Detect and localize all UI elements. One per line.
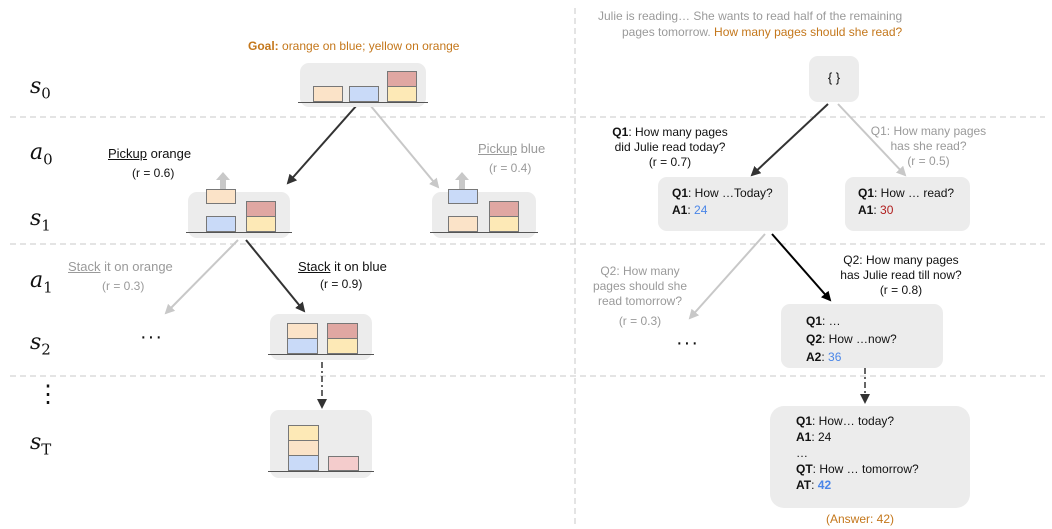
- arrow-pickup-blue: [369, 104, 440, 189]
- node1-right-text: Q1: How … read? A1: 30: [858, 186, 955, 217]
- goal-text: Goal: orange on blue; yellow on orange: [248, 39, 460, 53]
- final-node-text: Q1: How… today? A1: 24 … QT: How … tomor…: [796, 414, 919, 492]
- up-arrow-icon: [216, 172, 230, 189]
- block-yellow: [327, 338, 358, 354]
- block-orange: [288, 440, 319, 456]
- node1-left: [658, 177, 788, 231]
- block-yellow: [246, 216, 276, 232]
- q1-right-label: Q1: How many pages has she read? (r = 0.…: [870, 124, 987, 168]
- label-vdots: ⋮: [36, 380, 60, 408]
- table-line: [430, 232, 538, 233]
- action-stack-orange: Stack it on orange: [68, 259, 173, 274]
- block-blue: [288, 455, 319, 471]
- table-line: [186, 232, 292, 233]
- reward-pickup-blue: (r = 0.4): [489, 161, 532, 175]
- table-line: [298, 102, 428, 103]
- root-node: [809, 56, 859, 102]
- label-s0: s0: [30, 74, 51, 103]
- node1-left-text: Q1: How …Today? A1: 24: [672, 186, 773, 217]
- action-stack-blue: Stack it on blue: [298, 259, 387, 274]
- arrow-q1-right: [837, 103, 907, 177]
- arrow-stack-orange: [164, 239, 239, 315]
- label-a1: a1: [30, 268, 53, 297]
- block-red: [327, 323, 358, 339]
- reward-stack-orange: (r = 0.3): [102, 279, 145, 293]
- up-arrow-icon: [455, 172, 469, 189]
- block-blue: [349, 86, 379, 102]
- reward-stack-blue: (r = 0.9): [320, 277, 363, 291]
- ellipsis-left: ···: [140, 326, 163, 348]
- arrow-q2-left: [688, 233, 766, 320]
- problem-line-1: Julie is reading… She wants to read half…: [598, 9, 903, 23]
- label-a0: a0: [30, 140, 53, 169]
- node2: [781, 304, 943, 368]
- reward-pickup-orange: (r = 0.6): [132, 166, 175, 180]
- q2-left-label: Q2: How many pages should she read tomor…: [592, 264, 688, 328]
- block-blue: [206, 216, 236, 232]
- block-blue-held: [448, 189, 478, 204]
- block-pink: [328, 456, 359, 471]
- table-line: [268, 354, 374, 355]
- block-red: [489, 201, 519, 217]
- ellipsis-right: ···: [676, 332, 699, 354]
- block-red: [387, 71, 417, 87]
- final-node: [770, 406, 970, 508]
- q2-right-label: Q2: How many pages has Julie read till n…: [840, 253, 962, 297]
- root-node-text: { }: [827, 70, 841, 85]
- table-line: [268, 471, 374, 472]
- block-yellow: [489, 216, 519, 232]
- label-sT: sT: [30, 430, 52, 459]
- block-yellow: [288, 425, 319, 441]
- block-orange: [313, 86, 343, 102]
- problem-line-2: pages tomorrow. How many pages should sh…: [622, 25, 903, 39]
- q1-left-label: Q1: How many pages did Julie read today?…: [612, 125, 728, 169]
- node1-right: [845, 177, 970, 231]
- action-pickup-orange: Pickup orange: [108, 146, 192, 161]
- block-yellow: [387, 86, 417, 102]
- arrow-q1-left: [750, 103, 829, 177]
- action-pickup-blue: Pickup blue: [478, 141, 546, 156]
- node2-text: Q1: … Q2: How …now? A2: 36: [806, 314, 897, 364]
- label-s2: s2: [30, 330, 51, 359]
- arrow-stack-blue: [245, 239, 306, 313]
- arrow-pickup-orange: [286, 104, 358, 185]
- arrow-q2-right: [771, 233, 832, 302]
- block-orange: [448, 216, 478, 232]
- answer-text: (Answer: 42): [826, 512, 895, 526]
- block-orange: [287, 323, 318, 339]
- block-blue: [287, 338, 318, 354]
- label-s1: s1: [30, 206, 51, 235]
- block-orange-held: [206, 189, 236, 204]
- block-red: [246, 201, 276, 217]
